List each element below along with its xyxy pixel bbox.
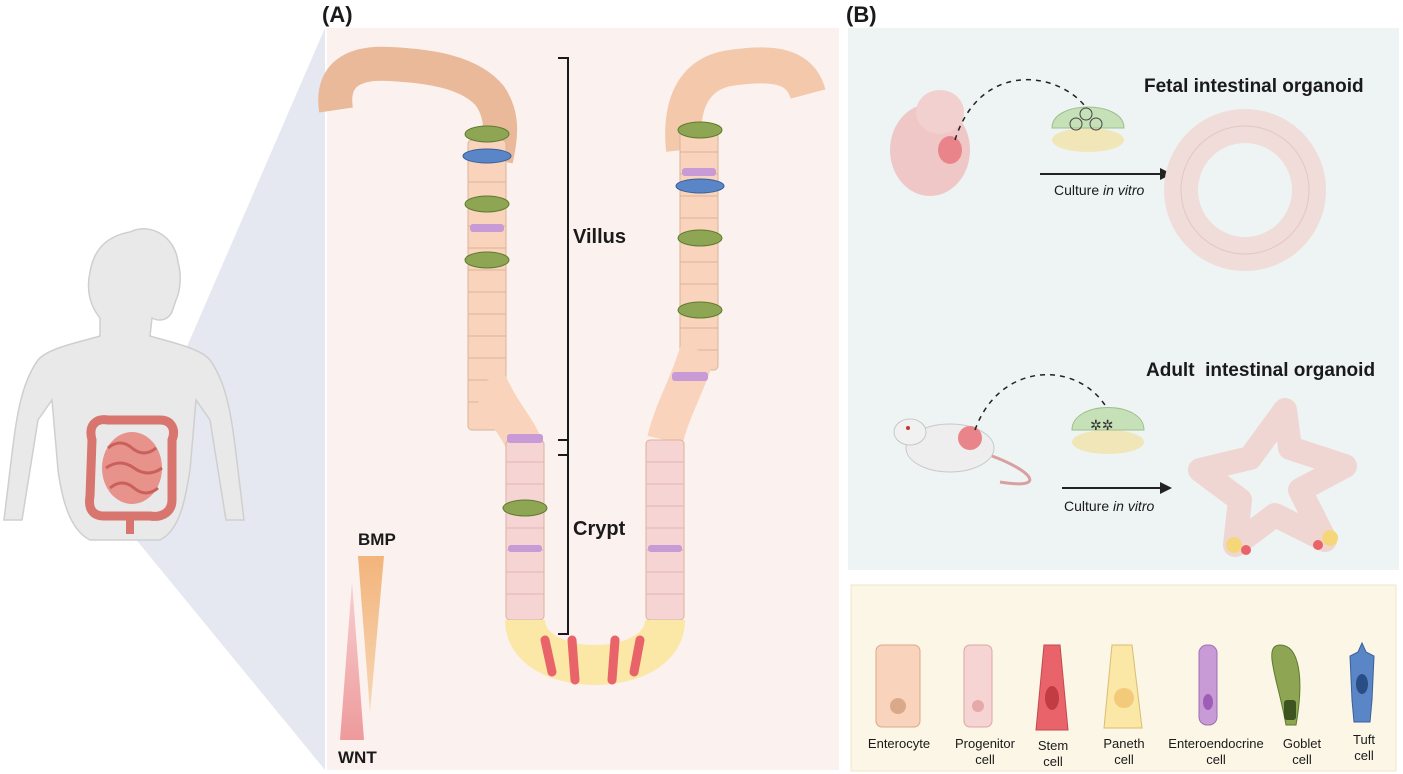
- intestine-illustration: [85, 415, 178, 534]
- bmp-gradient: [358, 556, 384, 712]
- adult-organoid: [1188, 398, 1357, 557]
- culture-text: Culture: [1064, 498, 1114, 514]
- enterocyte-cell-icon: [875, 644, 921, 728]
- fetal-dish: [1051, 106, 1125, 152]
- human-figure: [3, 228, 245, 541]
- wnt-label: WNT: [338, 748, 377, 767]
- adult-dish: ✲✲: [1071, 407, 1145, 454]
- legend-label-enterocyte: Enterocyte: [867, 736, 931, 751]
- progenitor-cell-icon: [963, 644, 993, 728]
- villus-label: Villus: [573, 226, 626, 248]
- svg-text:✲✲: ✲✲: [1090, 417, 1113, 433]
- paneth-cell-icon: [1103, 644, 1143, 729]
- in-vitro-text: in vitro: [1113, 498, 1155, 514]
- wnt-gradient: [340, 582, 364, 740]
- adult-organoid-title: Adult intestinal organoid: [1146, 360, 1376, 381]
- enteroendocrine-cell-icon: [1198, 644, 1218, 726]
- embryo-illustration: [890, 90, 970, 196]
- villus-crypt-illustration: [318, 46, 826, 685]
- fetal-dashed-arrow: [954, 78, 1089, 141]
- panel-a-label: (A): [322, 2, 353, 27]
- in-vitro-text: in vitro: [1103, 182, 1145, 198]
- fetal-organoid-title: Fetal intestinal organoid: [1144, 76, 1364, 97]
- crypt-label: Crypt: [573, 518, 626, 540]
- adult-culture-caption: Culture in vitro: [1064, 498, 1154, 514]
- legend-cells: [875, 641, 1375, 731]
- culture-text: Culture: [1054, 182, 1104, 198]
- panel-b-label: (B): [846, 2, 877, 27]
- bmp-label: BMP: [358, 530, 396, 549]
- mouse-illustration: [893, 418, 1032, 486]
- adult-dashed-arrow: [974, 373, 1109, 431]
- fetal-culture-caption: Culture in vitro: [1054, 182, 1144, 198]
- fetal-organoid: [1164, 109, 1326, 271]
